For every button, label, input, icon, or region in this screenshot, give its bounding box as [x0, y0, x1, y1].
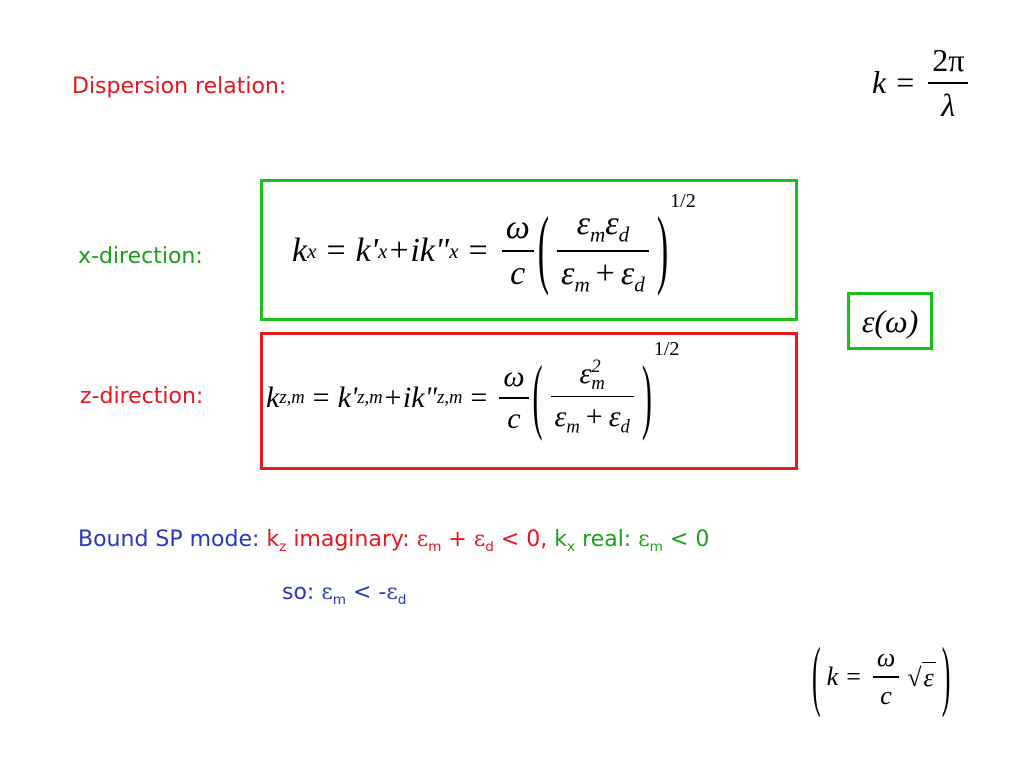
formula-sqrt-epsilon: ε: [921, 661, 936, 692]
bound-kz: k: [266, 527, 280, 552]
eq-z-eps-m-sub: m: [591, 373, 605, 395]
eq-x-eps-d-sub: d: [618, 222, 630, 247]
eq-x-real-sub: x: [378, 238, 388, 263]
eq-z-omega-over-c: ω c: [499, 360, 529, 436]
wavevector-formula: k = 2π λ: [872, 42, 972, 124]
eq-x-den-eps-d: ε: [620, 254, 635, 292]
right-paren: ): [656, 201, 669, 298]
bound-plus: +: [441, 527, 474, 552]
eq-x-den-eps-m: ε: [561, 254, 575, 292]
eq-x-c: c: [510, 254, 526, 292]
fraction-bar: [557, 250, 649, 252]
formula-sqrt-omega: ω: [876, 643, 896, 673]
eq-z-k-sub: z,m: [279, 387, 305, 408]
square-root: √ε: [907, 661, 936, 693]
bound-less-zero-b: < 0: [662, 527, 710, 552]
formula-sqrt-fraction: ω c: [872, 643, 900, 711]
eq-x-imag-part: +ik": [387, 232, 450, 269]
eq-x-eps-d: ε: [605, 204, 619, 242]
bound-eps-m: ε: [416, 527, 429, 552]
formula-k-denominator: λ: [941, 86, 956, 123]
formula-sqrt-k: k: [826, 662, 839, 691]
bound-sp-prefix: Bound SP mode:: [78, 527, 267, 552]
left-paren: (: [537, 201, 550, 298]
so-eps-m-sub: m: [332, 591, 347, 608]
bound-kx: k: [554, 527, 568, 552]
bound-imaginary: imaginary:: [286, 527, 417, 552]
fraction-bar: [550, 395, 634, 398]
formula-k-symbol: k: [872, 64, 887, 101]
dispersion-relation-label: Dispersion relation:: [72, 74, 287, 99]
eq-x-eps-fraction: εmεd εm+εd: [557, 205, 649, 297]
eq-z-den-eps-d-sub: d: [620, 416, 630, 438]
eq-x-k-sub: x: [307, 238, 317, 263]
eq-z-power: 1/2: [653, 338, 680, 360]
eq-z-eps-square: 2: [591, 356, 601, 378]
left-paren: (: [532, 350, 543, 443]
eq-z-omega: ω: [503, 360, 525, 394]
permittivity-box: [847, 292, 933, 350]
eq-x-den-plus: +: [595, 254, 615, 292]
formula-sqrt-equals: =: [846, 662, 861, 691]
bound-less-zero-a: < 0,: [493, 527, 555, 552]
bound-real: real:: [575, 527, 639, 552]
bound-sp-mode-line: Bound SP mode: kz imaginary: εm + εd < 0…: [78, 527, 709, 555]
fraction-bar: [501, 250, 534, 252]
left-paren: (: [812, 632, 821, 719]
right-paren: ): [941, 632, 951, 719]
so-prefix: so:: [282, 580, 322, 605]
k-sqrt-epsilon-formula: ( k = ω c √ε ): [812, 632, 950, 722]
eq-x-imag-sub: x: [449, 238, 459, 263]
x-direction-label: x-direction:: [78, 244, 203, 269]
so-less-minus: < -: [346, 580, 387, 605]
radical-sign: √: [907, 662, 922, 692]
bound-eps-m2-sub: m: [649, 538, 663, 555]
eq-z-c: c: [507, 401, 521, 435]
bound-kx-sub: x: [567, 538, 576, 555]
so-eps-m: ε: [321, 580, 333, 605]
eq-z-den-plus: +: [585, 400, 603, 434]
so-eps-d: ε: [386, 580, 398, 605]
eq-z-imag-sub: z,m: [437, 387, 463, 408]
eq-z-real-sub: z,m: [357, 387, 383, 408]
bound-eps-m2: ε: [638, 527, 650, 552]
eq-x-den-eps-d-sub: d: [634, 272, 645, 297]
bound-kz-sub: z: [279, 538, 287, 555]
eq-z-k: k: [266, 381, 280, 414]
eq-z-imag-part: +ik": [382, 381, 438, 414]
so-line: so: εm < -εd: [282, 580, 406, 608]
z-direction-label: z-direction:: [80, 384, 204, 409]
eq-x-power: 1/2: [670, 190, 696, 212]
eq-z-den-eps-m-sub: m: [566, 416, 580, 438]
eq-x-omega: ω: [505, 209, 530, 247]
formula-k-numerator: 2π: [932, 42, 965, 78]
formula-k-equals: =: [896, 64, 915, 101]
fraction-bar: [928, 82, 969, 84]
eq-x-eps-m-sub: m: [590, 222, 606, 247]
eq-x-k: k: [292, 232, 308, 269]
eq-z-real-part: k': [337, 381, 358, 414]
formula-sqrt-c: c: [880, 680, 892, 710]
so-eps-d-sub: d: [397, 591, 407, 608]
eq-x-eps-m: ε: [576, 204, 591, 242]
z-direction-equation-box: [260, 332, 798, 470]
eq-x-den-eps-m-sub: m: [574, 272, 590, 297]
bound-eps-d: ε: [473, 527, 486, 552]
right-paren: ): [641, 350, 652, 443]
fraction-bar: [872, 676, 900, 678]
eq-z-den-eps-d: ε: [608, 400, 621, 434]
x-direction-equation-box: [260, 179, 798, 321]
fraction-bar: [499, 397, 529, 399]
bound-eps-m-sub: m: [428, 538, 442, 555]
formula-k-fraction: 2π λ: [928, 42, 969, 124]
eq-x-real-part: k': [355, 232, 379, 269]
bound-eps-d-sub: d: [485, 538, 494, 555]
permittivity-omega: ε(ω): [861, 302, 919, 339]
eq-z-eps-m: ε: [579, 357, 592, 391]
eq-z-den-eps-m: ε: [554, 400, 567, 434]
eq-x-omega-over-c: ω c: [501, 209, 534, 293]
